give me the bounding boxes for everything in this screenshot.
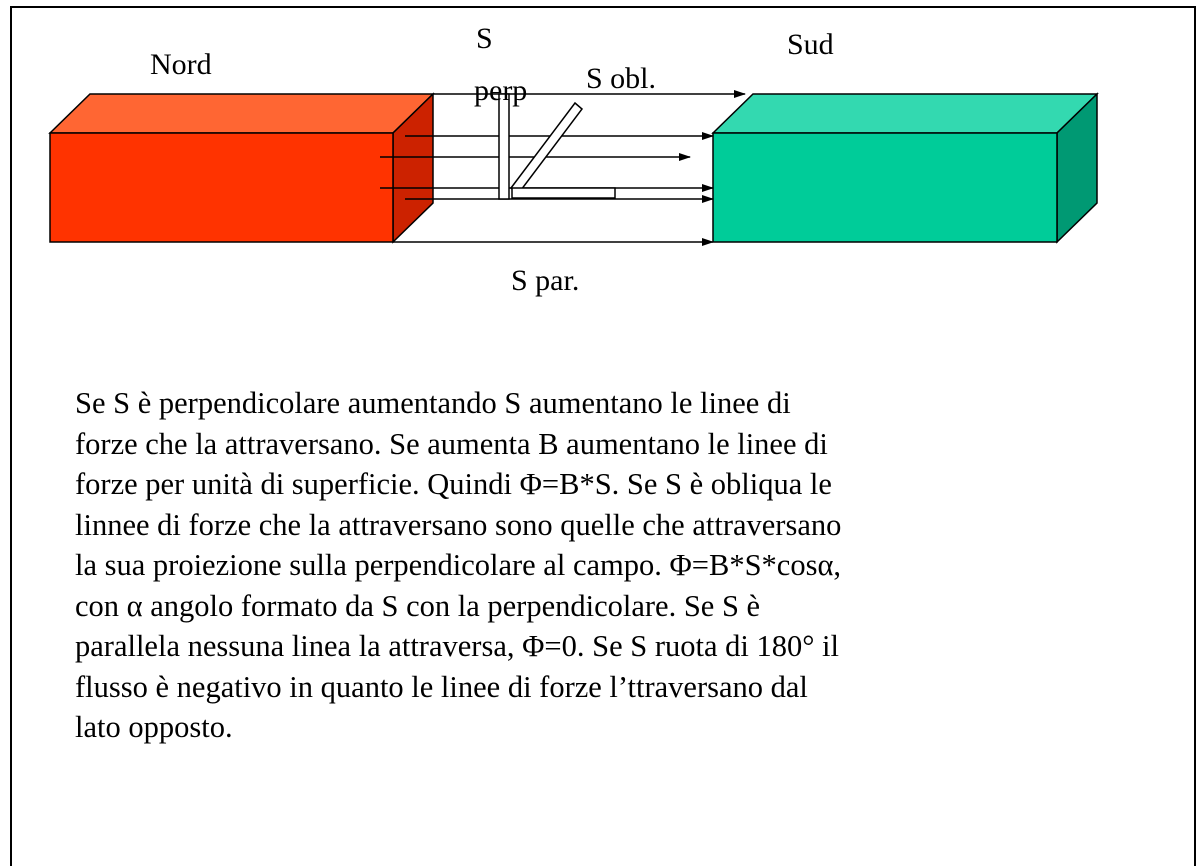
text-line: con α angolo formato da S con la perpend… <box>75 588 761 623</box>
text-line: parallela nessuna linea la attraversa, Φ… <box>75 629 839 663</box>
text-line: linnee di forze che la attraversano sono… <box>75 507 842 542</box>
slide-frame <box>10 6 1196 866</box>
north-magnet-top <box>48 93 435 134</box>
text-line: la sua proiezione sulla perpendicolare a… <box>75 548 842 582</box>
text-line: flusso è negativo in quanto le linee di … <box>75 669 808 704</box>
s-perp-label-bottom: perp <box>474 74 527 107</box>
surface-parallel <box>511 187 616 199</box>
explanation-text: Se S è perpendicolare aumentando S aumen… <box>75 383 1155 748</box>
north-label: Nord <box>150 48 212 81</box>
surface-perpendicular <box>498 93 510 200</box>
south-label: Sud <box>787 28 834 61</box>
s-obl-label: S obl. <box>586 62 656 95</box>
north-magnet-front <box>49 132 394 243</box>
text-line: lato opposto. <box>75 710 233 744</box>
south-magnet-front <box>712 132 1058 243</box>
text-line: forze che la attraversano. Se aumenta B … <box>75 426 828 461</box>
field-lines <box>380 90 746 246</box>
s-par-label: S par. <box>511 264 579 297</box>
s-perp-label-top: S <box>476 22 493 55</box>
north-magnet <box>48 92 435 244</box>
south-magnet <box>711 92 1099 244</box>
south-magnet-top <box>711 93 1099 134</box>
surfaces <box>498 93 616 200</box>
surface-oblique <box>509 101 584 196</box>
magnet-flux-diagram: Nord Sud S perp S obl. S par. <box>48 22 1099 297</box>
text-line: Se S è perpendicolare aumentando S aumen… <box>75 386 791 420</box>
text-line: forze per unità di superficie. Quindi Φ=… <box>75 467 832 501</box>
